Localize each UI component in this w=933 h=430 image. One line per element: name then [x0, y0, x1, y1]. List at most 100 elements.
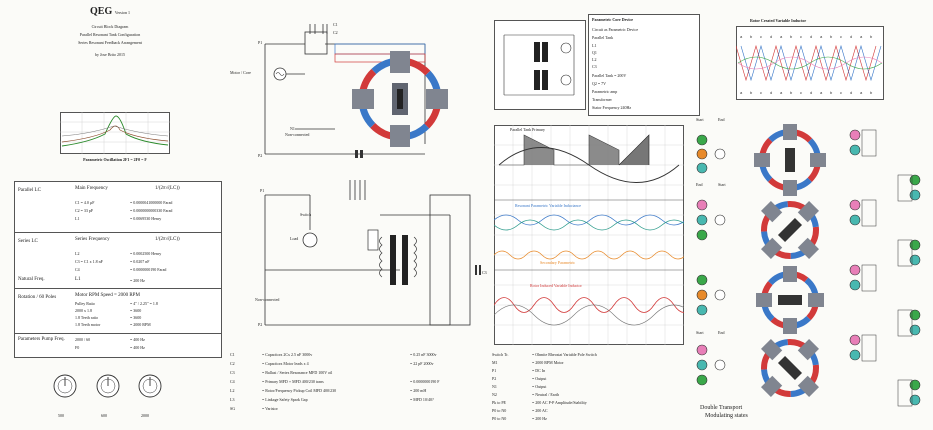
- svg-text:a: a: [780, 34, 783, 39]
- row-line: C4: [75, 267, 80, 272]
- svg-text:b: b: [830, 90, 833, 95]
- svg-text:b: b: [870, 34, 873, 39]
- rotor-label: End: [696, 182, 703, 187]
- row-label: Natural Freq.: [18, 277, 45, 282]
- row-value: = 400 Hz: [130, 345, 145, 350]
- schem-top-label: Motor / Core: [230, 70, 251, 75]
- row-label: Parallel LC: [18, 188, 41, 193]
- page-title: QEG Version 1: [10, 6, 210, 17]
- rotor-label: End: [718, 330, 725, 335]
- rotor-icon: [754, 124, 826, 196]
- row-value: = 3600: [130, 315, 142, 320]
- legend-desc: = Varistor: [262, 406, 278, 411]
- svg-text:b: b: [790, 90, 793, 95]
- bottom-legend-components: C1 = Capacitors 2Cx 2.5 nF 3000v = 0.25 …: [230, 352, 480, 422]
- row-value: = 0.0000000190 Farad: [130, 267, 167, 272]
- schem-top-label: C2: [333, 30, 338, 35]
- resonance-plot: [60, 112, 170, 154]
- top-schematic: [264, 24, 448, 158]
- scope-label: Parallel Tank Primary: [510, 127, 545, 132]
- legend-val: = 0.0000000190 F: [410, 379, 440, 384]
- legend-key: P2: [492, 376, 497, 381]
- gauge-icon: [53, 374, 77, 398]
- rotor-stack: [696, 124, 921, 407]
- resonance-caption: Parametric Oscillation 2F1 = 2F0 = F: [83, 157, 147, 162]
- svg-text:c: c: [840, 90, 842, 95]
- svg-text:c: c: [760, 90, 762, 95]
- svg-text:c: c: [840, 34, 842, 39]
- row-line: L1: [75, 216, 80, 221]
- meter-gauges: [53, 374, 162, 398]
- svg-text:d: d: [770, 34, 772, 39]
- svg-text:b: b: [870, 90, 873, 95]
- row-line: 1.8 Teeth ratio: [75, 315, 99, 320]
- row-line: C2 = 33 pF: [75, 208, 94, 213]
- schem-top-label: N1: [290, 126, 295, 131]
- rotor-label: End: [718, 117, 725, 122]
- bottom-legend-connections: Switch Tr. = Ohmite Rheostat Variable Po…: [492, 352, 682, 430]
- row-value: = 0.0000041000000 Farad: [130, 200, 173, 205]
- row-label: Series LC: [18, 239, 38, 244]
- svg-text:a: a: [860, 34, 863, 39]
- legend-line: C3: [592, 64, 597, 69]
- legend-key: L2: [230, 388, 235, 393]
- legend-line: Circuit as Parametric Device: [592, 27, 639, 32]
- row-value: = 2000 RPM: [130, 322, 151, 327]
- svg-text:d: d: [770, 90, 772, 95]
- rotor-icon: [761, 201, 819, 259]
- row-line: 1.8 Teeth motor: [75, 322, 101, 327]
- rotor-icon: [761, 339, 819, 397]
- legend-line: Transformer: [592, 97, 612, 102]
- row-value: = 3600: [130, 308, 142, 313]
- meter-label: 500: [58, 413, 64, 418]
- legend-desc: = Output: [532, 384, 547, 389]
- title-suffix: Version 1: [114, 10, 130, 15]
- legend-key: SG: [230, 406, 236, 411]
- row-value: = 0.0069530 Henry: [130, 216, 162, 221]
- row-value: = 0.0207 nF: [130, 259, 150, 264]
- schem-bottom-label: Switch: [300, 212, 312, 217]
- rotor-core-icon: [352, 51, 448, 147]
- row-label: Rotation / 60 Poles: [18, 295, 57, 300]
- table-row: Series LC Series Frequency 1/(2π√(LC)) L…: [15, 233, 221, 289]
- row-value: = 0.0000000000330 Farad: [130, 208, 173, 213]
- svg-text:c: c: [800, 34, 802, 39]
- row-line: C1 = 4.0 µF: [75, 200, 95, 205]
- row-value: = 4" / 2.25" = 1.8: [130, 301, 158, 306]
- legend-line: Stator Frequency 240Hz: [592, 105, 632, 110]
- title-text: QEG: [90, 6, 113, 17]
- legend-key: C2: [230, 361, 235, 366]
- legend-key: C3: [230, 370, 235, 375]
- legend-line: L1: [592, 43, 597, 48]
- legend-val: = MFD 10/40?: [410, 397, 434, 402]
- row-formula: 1/(2π√(LC)): [155, 186, 180, 191]
- title-block: QEG Version 1 Circuit Block Diagram Para…: [10, 4, 210, 124]
- svg-text:a: a: [820, 90, 823, 95]
- svg-text:a: a: [740, 34, 743, 39]
- legend-line: Q1: [592, 50, 597, 55]
- row-value: = 400 Hz: [130, 337, 145, 342]
- legend-desc: = Primary MFD + MFD 400/230 trans: [262, 379, 324, 384]
- row-value: = 0.0002500 Henry: [130, 251, 162, 256]
- legend-line: Parallel Tank: [592, 35, 614, 40]
- legend-line: Parallel Tank = 200V: [592, 73, 627, 78]
- schem-bottom-label: P1: [260, 188, 265, 193]
- svg-text:d: d: [810, 34, 812, 39]
- svg-text:a: a: [820, 34, 823, 39]
- row-name: Main Frequency: [75, 186, 108, 191]
- legend-title: Parametric Core Device: [592, 17, 634, 22]
- schem-top-label: C1: [333, 22, 338, 27]
- row-name: L1: [75, 277, 81, 282]
- legend-key: Pk to PE: [492, 400, 507, 405]
- rotor-label: Start: [696, 117, 704, 122]
- scope-label: Resonant Parametric Variable Inductance: [515, 203, 582, 208]
- row-formula: 1/(2π√(LC)): [155, 237, 180, 242]
- svg-text:b: b: [750, 34, 753, 39]
- meter-label: 600: [101, 413, 107, 418]
- legend-desc: = Ohmite Rheostat Variable Pole Switch: [532, 352, 597, 357]
- center-legend: Parametric Core Device Circuit as Parame…: [588, 14, 700, 116]
- legend-val: = 200 mH: [410, 388, 427, 393]
- legend-desc: = Neutral / Earth: [532, 392, 560, 397]
- svg-text:d: d: [850, 90, 852, 95]
